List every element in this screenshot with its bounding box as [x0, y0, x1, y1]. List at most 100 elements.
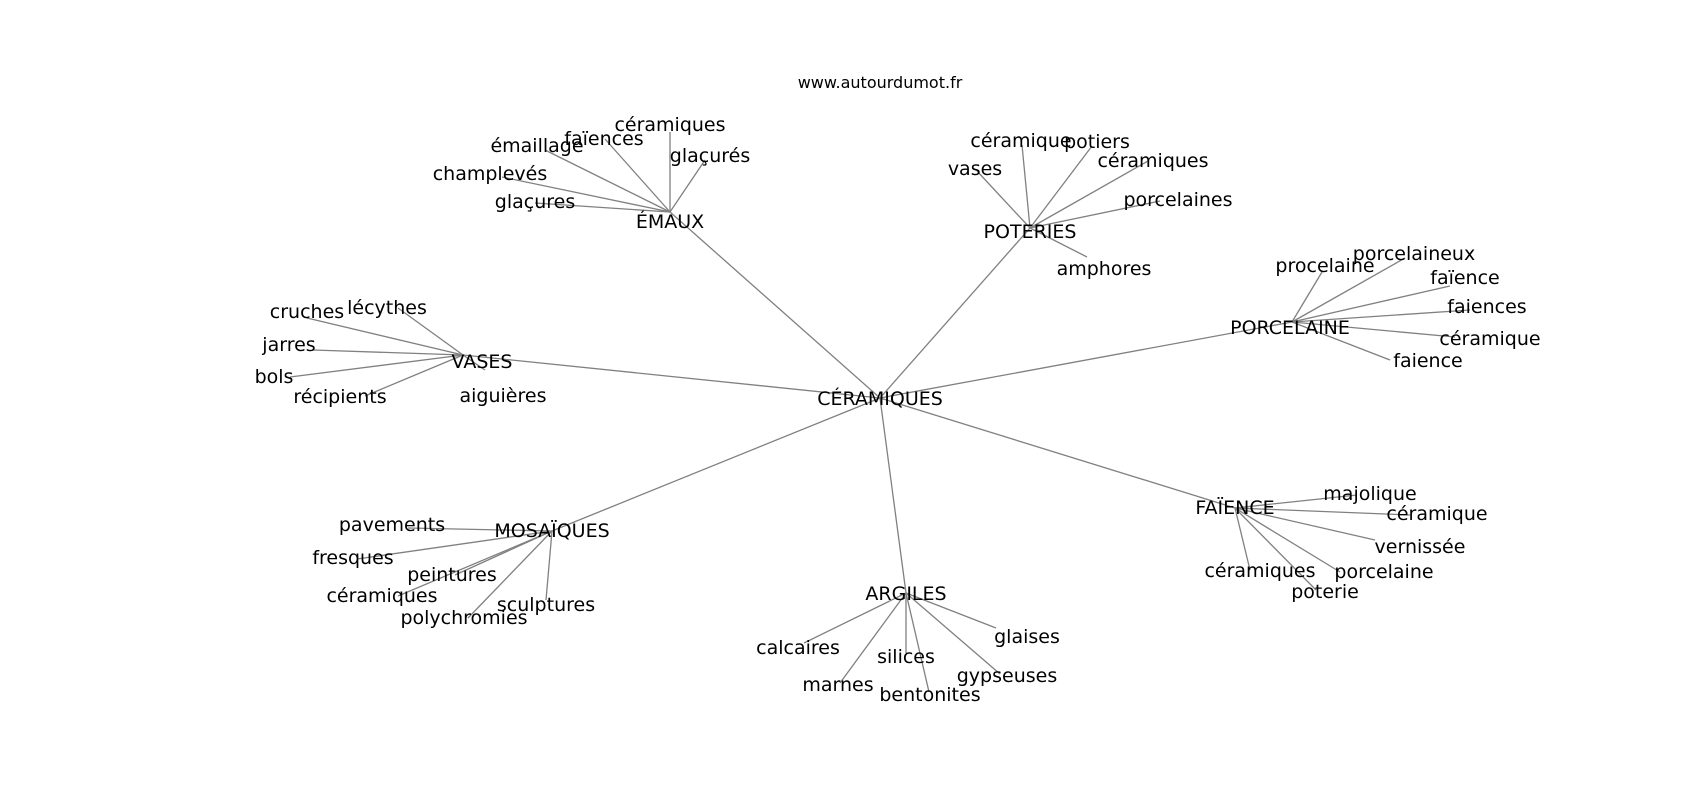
node-group-vases: VASES: [452, 351, 513, 373]
node-word-poteries-amphores: amphores: [1057, 258, 1152, 280]
node-word-vases-lecythes: lécythes: [347, 297, 427, 319]
node-word-faience-porcelaine: porcelaine: [1334, 561, 1433, 583]
node-word-porcelaine-porcelaineux: porcelaineux: [1353, 243, 1475, 265]
edge-emaux-glacures: [534, 202, 671, 213]
edge-argiles-calcaires: [803, 592, 907, 644]
node-word-vases-aiguieres: aiguières: [460, 385, 547, 407]
edge-layer: [289, 132, 1471, 693]
node-word-faience-poterie: poterie: [1291, 581, 1359, 603]
node-word-argiles-calcaires: calcaires: [756, 637, 840, 659]
node-word-vases-cruches: cruches: [270, 301, 344, 323]
edge-poteries-porcelaines: [1029, 200, 1161, 229]
node-word-faience-ceramique: céramique: [1386, 503, 1487, 525]
node-word-mosaiques-fresques: fresques: [312, 547, 393, 569]
node-word-poteries-porcelaines: porcelaines: [1123, 189, 1232, 211]
edge-argiles-bentonites: [905, 592, 930, 693]
node-group-mosaiques: MOSAÏQUES: [494, 519, 609, 542]
node-word-argiles-marnes: marnes: [802, 674, 873, 696]
edge-faience-majolique: [1234, 494, 1358, 509]
edge-argiles-glaises: [905, 592, 997, 629]
node-group-poteries: POTERIES: [984, 221, 1077, 243]
edge-vases-recipients: [364, 354, 464, 397]
edge-vases-jarres: [312, 349, 464, 356]
node-word-emaux-champleves: champlevés: [433, 163, 548, 185]
source-url: www.autourdumot.fr: [798, 73, 963, 92]
node-word-mosaiques-ceramiques: céramiques: [326, 585, 437, 607]
edge-faience-poterie: [1234, 507, 1317, 591]
node-word-mosaiques-pavements: pavements: [339, 514, 445, 536]
node-group-argiles: ARGILES: [865, 583, 946, 605]
node-word-mosaiques-peintures: peintures: [407, 564, 497, 586]
edge-root-porcelaine: [879, 321, 1293, 399]
edge-faience-ceramique: [1234, 507, 1411, 516]
node-word-porcelaine-faience: faïence: [1430, 267, 1499, 289]
edge-emaux-emaillage: [544, 149, 671, 213]
edge-argiles-marnes: [839, 592, 907, 684]
node-word-argiles-gypseuses: gypseuses: [957, 665, 1057, 687]
edge-mosaiques-polychromies: [467, 530, 553, 619]
edge-emaux-champleves: [501, 176, 671, 213]
node-word-emaux-emaillage: émaillage: [490, 135, 583, 157]
node-word-porcelaine-procelaine: procelaine: [1275, 255, 1374, 277]
edge-root-vases: [462, 354, 881, 399]
node-word-emaux-faiences: faïences: [564, 128, 643, 150]
node-word-faience-ceramiques: céramiques: [1204, 560, 1315, 582]
node-word-emaux-ceramiques: céramiques: [614, 114, 725, 136]
edge-faience-vernissee: [1234, 507, 1376, 541]
node-word-argiles-glaises: glaises: [994, 626, 1060, 648]
edge-porcelaine-faiences: [1291, 309, 1471, 323]
edge-root-faience: [879, 397, 1236, 509]
edge-vases-lecythes: [397, 307, 464, 356]
edge-root-argiles: [879, 397, 907, 594]
node-word-porcelaine-faiences: faiences: [1447, 296, 1526, 318]
edge-poteries-potiers: [1029, 145, 1093, 229]
node-word-vases-recipients: récipients: [293, 386, 386, 408]
edge-mosaiques-fresques: [356, 530, 553, 560]
node-word-porcelaine-ceramique: céramique: [1439, 328, 1540, 350]
node-word-vases-jarres: jarres: [261, 334, 315, 356]
node-word-mosaiques-polychromies: polychromies: [400, 607, 527, 629]
node-group-emaux: ÉMAUX: [636, 210, 704, 233]
node-word-poteries-ceramique: céramique: [970, 130, 1071, 152]
edge-porcelaine-ceramique: [1291, 321, 1456, 338]
node-word-mosaiques-sculptures: sculptures: [497, 594, 595, 616]
edge-porcelaine-procelaine: [1291, 271, 1323, 323]
edge-poteries-amphores: [1029, 227, 1088, 258]
edge-poteries-ceramiques: [1029, 160, 1149, 229]
edge-root-emaux: [669, 211, 881, 399]
edge-vases-bols: [289, 354, 464, 378]
node-group-porcelaine: PORCELAINE: [1230, 317, 1350, 339]
node-word-faience-vernissee: vernissée: [1375, 536, 1466, 558]
edge-porcelaine-porcelaineux: [1291, 257, 1406, 323]
edge-mosaiques-ceramiques: [397, 530, 553, 597]
node-group-faience: FAÏENCE: [1195, 496, 1274, 519]
edge-mosaiques-sculptures: [545, 530, 553, 601]
node-word-poteries-vases: vases: [948, 158, 1002, 180]
node-word-argiles-silices: silices: [877, 646, 935, 668]
node-word-porcelaine-faience: faience: [1393, 350, 1462, 372]
edge-poteries-vases: [976, 170, 1031, 229]
edge-root-mosaiques: [551, 397, 881, 532]
edge-argiles-gypseuses: [905, 592, 1001, 675]
edge-faience-porcelaine: [1234, 507, 1341, 573]
node-word-vases-bols: bols: [255, 366, 294, 388]
edge-faience-ceramiques: [1234, 507, 1251, 571]
node-word-emaux-glacures: glaçurés: [670, 145, 750, 167]
node-word-poteries-ceramiques: céramiques: [1097, 150, 1208, 172]
edge-vases-aiguieres: [462, 354, 486, 371]
edge-vases-cruches: [306, 317, 464, 356]
edge-mosaiques-pavements: [407, 527, 553, 532]
edge-emaux-glacures: [669, 159, 706, 213]
node-word-poteries-potiers: potiers: [1064, 131, 1130, 153]
edge-root-poteries: [879, 227, 1031, 399]
edge-porcelaine-faience: [1291, 321, 1391, 361]
node-word-faience-majolique: majolique: [1323, 483, 1416, 505]
node-word-emaux-glacures: glaçures: [495, 191, 575, 213]
label-layer: CÉRAMIQUESÉMAUXcéramiquesfaïencesémailla…: [255, 114, 1541, 706]
edge-emaux-faiences: [604, 138, 671, 213]
node-word-argiles-bentonites: bentonites: [879, 684, 980, 706]
edge-porcelaine-faience: [1291, 285, 1451, 323]
node-root-ceramiques: CÉRAMIQUES: [817, 387, 943, 410]
edge-poteries-ceramique: [1021, 144, 1031, 229]
